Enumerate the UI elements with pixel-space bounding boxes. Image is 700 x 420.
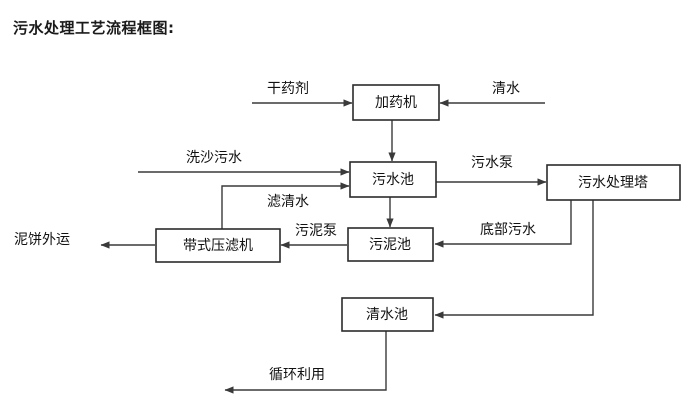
node-label-belt-filter-press: 带式压滤机 bbox=[183, 238, 253, 254]
edge-label-sludge-pump: 污泥泵 bbox=[295, 223, 337, 239]
node-dosing-machine[interactable] bbox=[352, 84, 440, 121]
node-treatment-tower[interactable] bbox=[546, 164, 681, 201]
edge-filtered-water-to-wastewater-pool bbox=[221, 182, 350, 230]
edge-label-clean-water: 清水 bbox=[492, 81, 520, 97]
node-label-sludge-pool: 污泥池 bbox=[369, 237, 411, 253]
node-label-dosing-machine: 加药机 bbox=[375, 95, 417, 111]
edge-label-recycle-reuse: 循环利用 bbox=[269, 367, 325, 383]
edge-label-filtered-water: 滤清水 bbox=[267, 194, 309, 210]
node-sludge-pool[interactable] bbox=[347, 227, 434, 262]
node-label-treatment-tower: 污水处理塔 bbox=[578, 175, 648, 191]
node-label-wastewater-pool: 污水池 bbox=[372, 172, 414, 188]
node-clear-water-pool[interactable] bbox=[341, 297, 434, 332]
edge-label-sewage-pump: 污水泵 bbox=[471, 155, 513, 171]
edge-label-sand-wash-sewage: 洗沙污水 bbox=[186, 150, 242, 166]
edge-treatment-tower-to-clear-water-pool bbox=[434, 200, 594, 319]
edge-bottom-sewage-to-sludge-pool bbox=[434, 200, 572, 248]
node-label-clear-water-pool: 清水池 bbox=[366, 307, 408, 323]
label-mud-cake-outbound: 泥饼外运 bbox=[14, 232, 70, 248]
page-title: 污水处理工艺流程框图: bbox=[13, 19, 175, 37]
edge-clear-water-pool-to-recycle-reuse bbox=[224, 331, 387, 394]
edge-label-bottom-sewage: 底部污水 bbox=[480, 222, 536, 238]
node-wastewater-pool[interactable] bbox=[349, 161, 437, 198]
node-belt-filter-press[interactable] bbox=[155, 228, 281, 263]
edge-label-dry-reagent: 干药剂 bbox=[267, 81, 309, 97]
